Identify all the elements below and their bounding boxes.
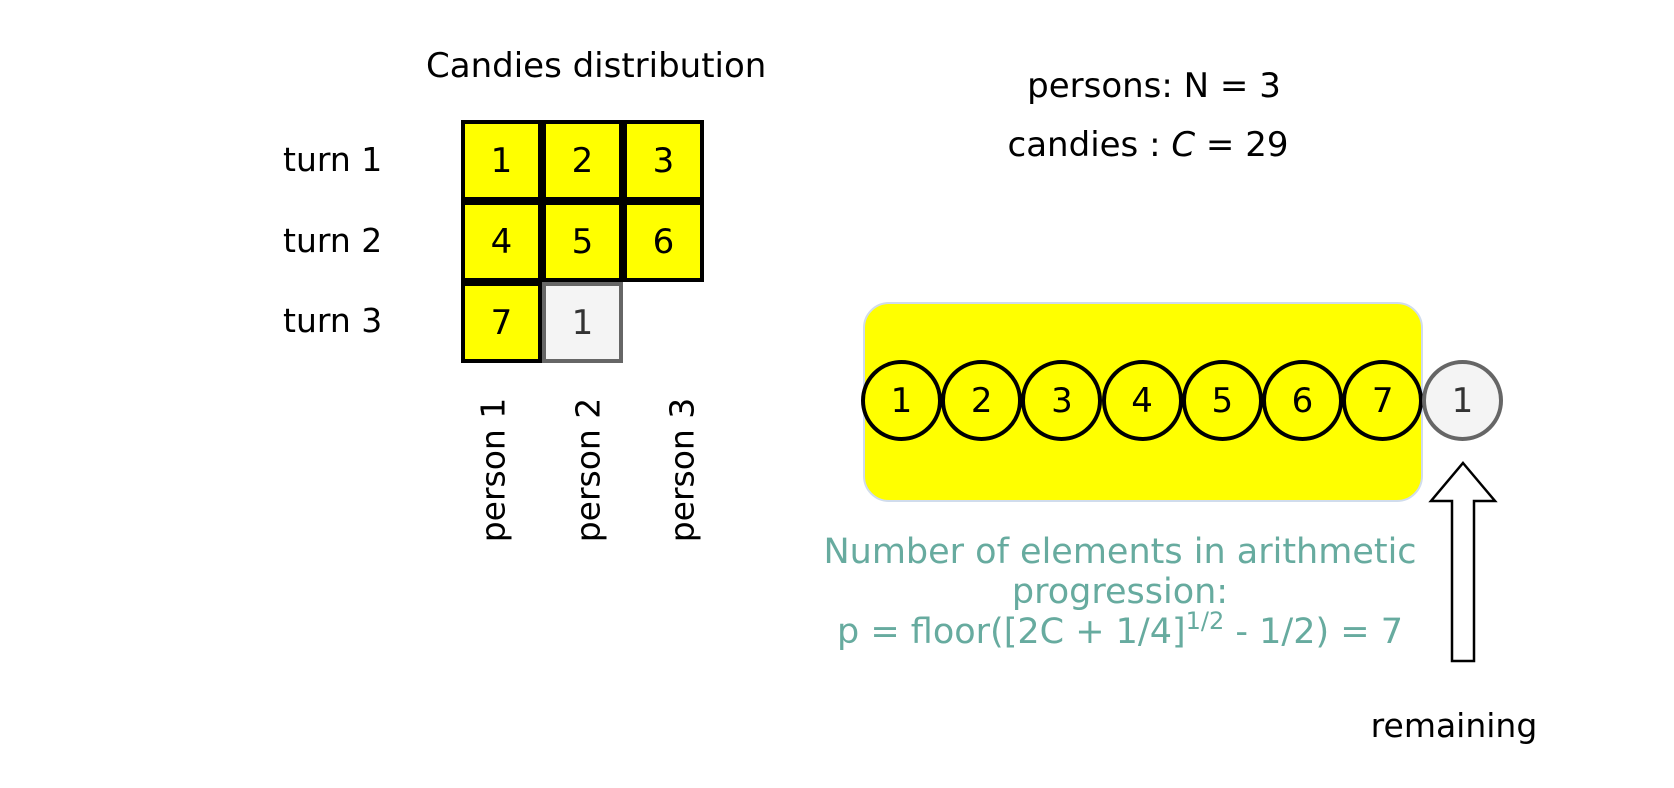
grid-cell: 6	[623, 201, 704, 282]
person-label-2: person 2	[568, 397, 608, 543]
grid-cell: 3	[623, 120, 704, 201]
grid-cell: 2	[542, 120, 623, 201]
formula-line-3: p = floor([2C + 1/4]1/2 - 1/2) = 7	[780, 609, 1460, 652]
person-label-3: person 3	[662, 397, 702, 543]
formula-main: p = floor([2C + 1/4]	[837, 612, 1186, 652]
candies-variable: C	[1171, 125, 1196, 165]
remaining-label: remaining	[1370, 706, 1538, 745]
grid-cell: 5	[542, 201, 623, 282]
persons-count: persons: N = 3	[1027, 66, 1281, 106]
formula-text: Number of elements in arithmetic progres…	[780, 532, 1460, 652]
progression-ball: 4	[1101, 360, 1183, 441]
progression-ball: 2	[941, 360, 1023, 441]
grid-cell: 4	[461, 201, 542, 282]
formula-exponent: 1/2	[1185, 607, 1225, 635]
grid-cell: 1	[542, 282, 623, 363]
candies-count: candies : C = 29	[968, 125, 1328, 165]
up-arrow-icon	[1428, 461, 1498, 663]
progression-ball: 7	[1342, 360, 1424, 441]
candies-prefix: candies :	[1007, 125, 1172, 165]
turn-label-2: turn 2	[283, 221, 383, 260]
progression-ball: 6	[1262, 360, 1343, 441]
diagram-title: Candies distribution	[426, 46, 767, 86]
progression-ball: 5	[1181, 360, 1263, 441]
grid-cell: 7	[461, 282, 542, 363]
formula-line-1: Number of elements in arithmetic	[823, 532, 1417, 572]
formula-line-2: progression:	[1011, 572, 1229, 612]
candies-suffix: = 29	[1195, 125, 1289, 165]
grid-cell: 1	[461, 120, 542, 201]
formula-tail: - 1/2) = 7	[1224, 612, 1403, 652]
turn-label-1: turn 1	[283, 140, 383, 179]
person-label-1: person 1	[473, 397, 513, 543]
progression-ball: 3	[1021, 360, 1103, 441]
remaining-ball: 1	[1422, 360, 1503, 441]
turn-label-3: turn 3	[283, 301, 383, 340]
progression-ball: 1	[861, 360, 942, 441]
